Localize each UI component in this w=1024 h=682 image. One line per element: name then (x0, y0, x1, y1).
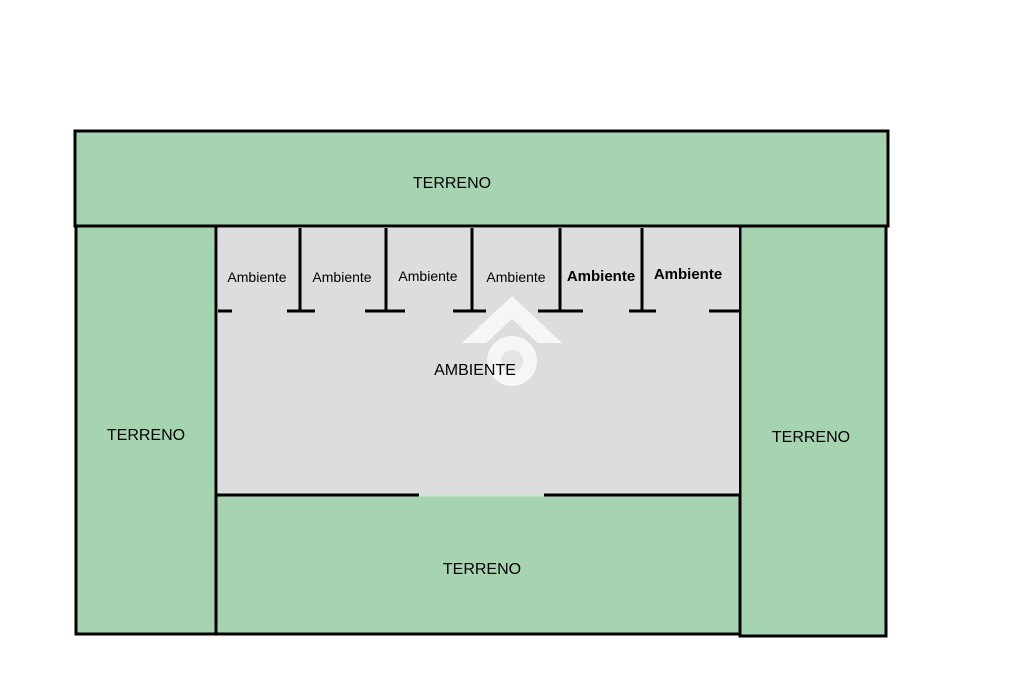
building-area (218, 228, 739, 494)
terrain-bottom-label: TERRENO (443, 561, 521, 578)
main-room-label: AMBIENTE (434, 362, 516, 379)
room-label: Ambiente (227, 269, 286, 285)
terrain-top (73, 129, 890, 228)
room-label: Ambiente (654, 266, 722, 283)
terrain-left (74, 224, 218, 636)
room-label: Ambiente (567, 268, 635, 285)
room-label: Ambiente (312, 269, 371, 285)
terrain-bottom (214, 493, 742, 636)
terrain-right (738, 224, 888, 638)
house-logo-icon (462, 296, 562, 386)
terrain-top-label: TERRENO (413, 175, 491, 192)
terrain-left-label: TERRENO (107, 427, 185, 444)
room-label: Ambiente (398, 268, 457, 284)
room-label: Ambiente (486, 269, 545, 285)
terrain-right-label: TERRENO (772, 429, 850, 446)
partition-walls (298, 228, 644, 312)
